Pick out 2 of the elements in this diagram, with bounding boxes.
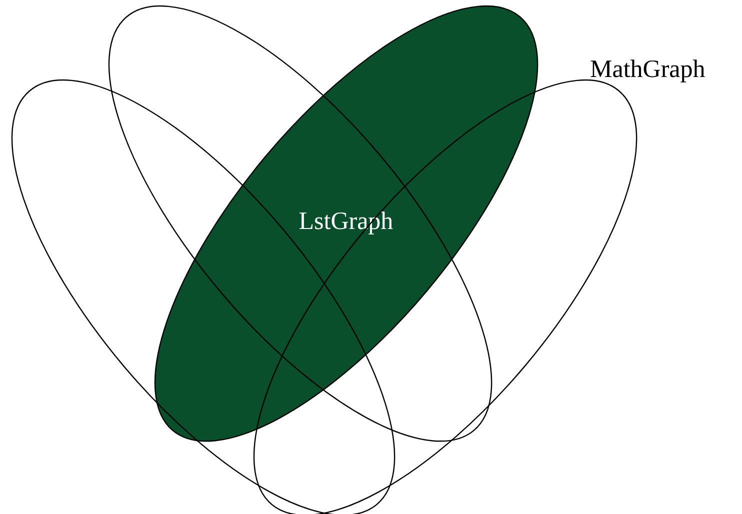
set-label: MathGraph bbox=[590, 56, 706, 84]
set-label: LstGraph bbox=[298, 208, 394, 236]
